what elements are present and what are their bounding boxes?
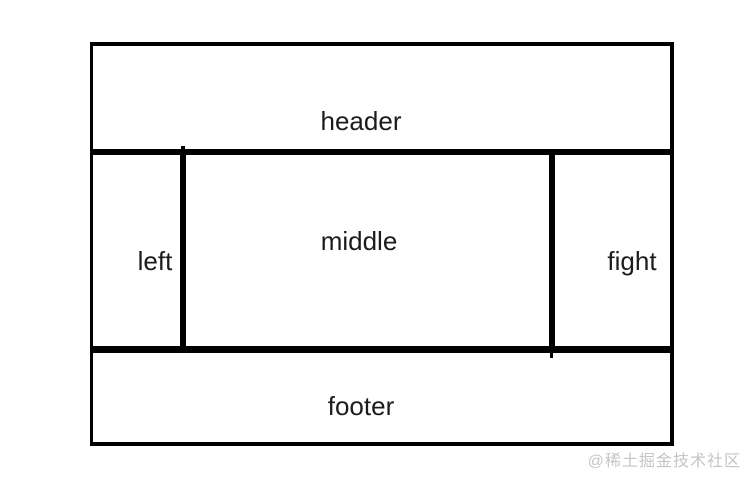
divider-notch-bottom [550, 353, 553, 358]
divider-notch-top [181, 146, 185, 149]
header-divider-line [90, 149, 674, 155]
left-region-label: left [137, 246, 173, 276]
middle-region-label: middle [320, 226, 398, 256]
juejin-watermark: @稀土掘金技术社区 [587, 453, 741, 470]
middle-right-divider-line [549, 149, 555, 353]
footer-region-label: footer [327, 391, 395, 421]
diagram-outer-border [90, 42, 674, 446]
header-region-label: header [320, 106, 402, 136]
right-region-label: fight [607, 246, 657, 276]
footer-divider-line [90, 346, 674, 353]
left-middle-divider-line [180, 149, 186, 346]
